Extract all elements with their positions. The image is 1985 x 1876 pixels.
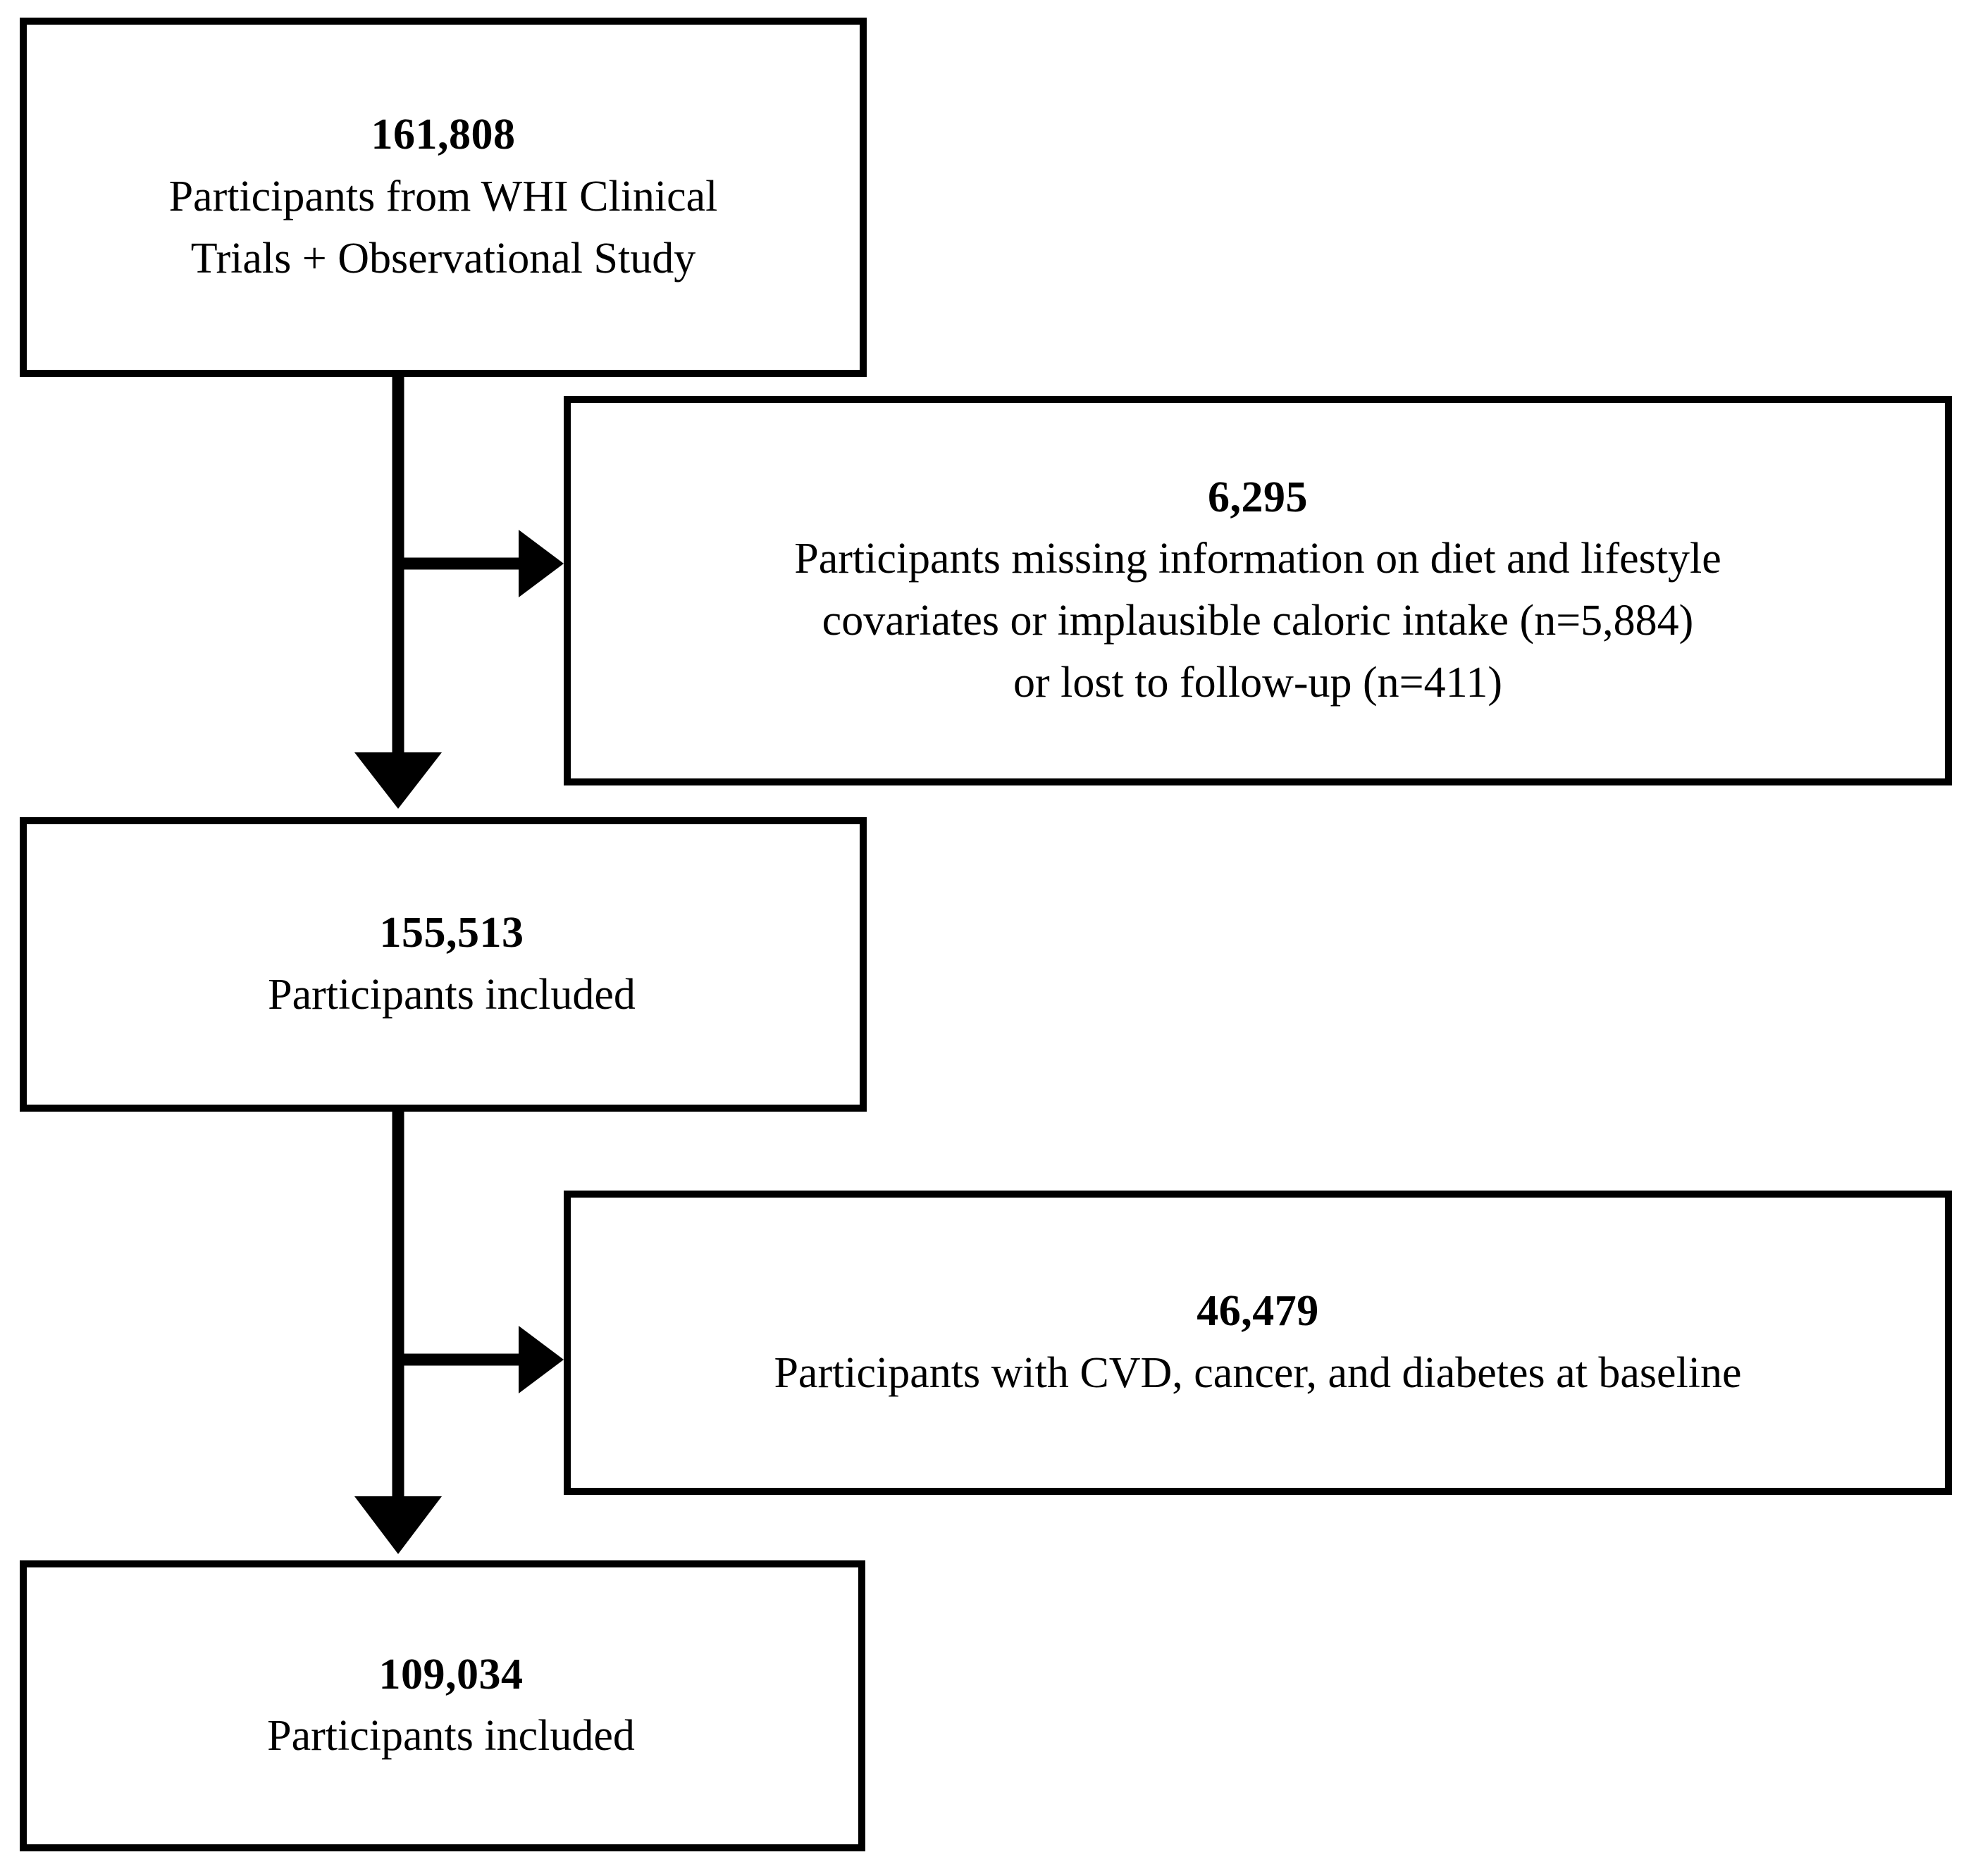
included-1-line-1: Participants included bbox=[268, 970, 636, 1019]
included-2-line-1: Participants included bbox=[267, 1712, 635, 1760]
source-line-1: Participants from WHI Clinical bbox=[168, 172, 718, 220]
box-excluded-missing-data: 6,295 Participants missing information o… bbox=[564, 396, 1952, 785]
box-source-cohort: 161,808 Participants from WHI Clinical T… bbox=[20, 18, 867, 377]
text-stack: 109,034 Participants included bbox=[267, 1645, 635, 1768]
text-stack: 155,513 Participants included bbox=[268, 903, 636, 1026]
excluded-1-count: 6,295 bbox=[1208, 473, 1308, 521]
box-excluded-prevalent-disease: 46,479 Participants with CVD, cancer, an… bbox=[564, 1191, 1952, 1495]
excluded-2-count: 46,479 bbox=[1196, 1287, 1319, 1336]
text-stack: 161,808 Participants from WHI Clinical T… bbox=[169, 105, 718, 290]
excluded-1-line-2: covariates or implausible caloric intake… bbox=[822, 597, 1694, 645]
connector-included-1-to-excluded-2 bbox=[398, 1326, 564, 1393]
included-1-count: 155,513 bbox=[379, 909, 524, 957]
connector-source-to-excluded-1 bbox=[398, 530, 564, 597]
connector-source-to-included-1 bbox=[354, 377, 442, 809]
box-included-after-first-exclusion: 155,513 Participants included bbox=[20, 817, 867, 1112]
source-line-2: Trials + Observational Study bbox=[190, 234, 696, 282]
excluded-1-line-1: Participants missing information on diet… bbox=[794, 535, 1721, 583]
excluded-1-line-3: or lost to follow-up (n=411) bbox=[1013, 659, 1502, 707]
box-final-analytic-sample: 109,034 Participants included bbox=[20, 1560, 865, 1851]
text-stack: 6,295 Participants missing information o… bbox=[794, 468, 1721, 714]
included-2-count: 109,034 bbox=[378, 1650, 524, 1698]
connector-included-1-to-included-2 bbox=[354, 1112, 442, 1554]
text-stack: 46,479 Participants with CVD, cancer, an… bbox=[774, 1281, 1741, 1404]
excluded-2-line-1: Participants with CVD, cancer, and diabe… bbox=[774, 1348, 1742, 1397]
source-count: 161,808 bbox=[371, 111, 516, 159]
